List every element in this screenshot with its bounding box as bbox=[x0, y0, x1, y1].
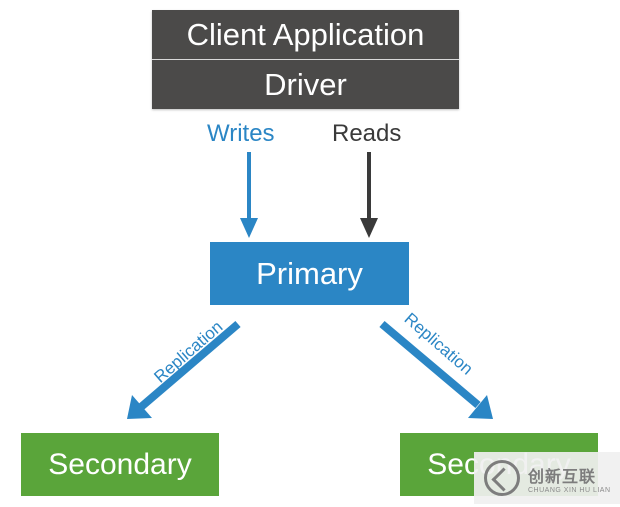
primary-node: Primary bbox=[210, 242, 409, 305]
secondary-node-left: Secondary bbox=[21, 433, 219, 496]
secondary-label-left: Secondary bbox=[48, 447, 192, 481]
brand-logo-icon bbox=[484, 460, 520, 496]
reads-label: Reads bbox=[332, 120, 402, 147]
primary-label: Primary bbox=[256, 255, 363, 291]
replication-left-label: Replication bbox=[150, 317, 226, 387]
driver-label: Driver bbox=[264, 66, 347, 102]
watermark-brand-cn: 创新互联 bbox=[528, 468, 597, 486]
client-application-box: Client Application Driver bbox=[152, 10, 459, 109]
watermark: 创新互联 CHUANG XIN HU LIAN bbox=[474, 452, 620, 504]
client-divider bbox=[152, 59, 459, 60]
watermark-brand-en: CHUANG XIN HU LIAN bbox=[528, 486, 611, 494]
replication-right-arrow: Replication bbox=[379, 309, 493, 419]
client-application-label: Client Application bbox=[186, 16, 425, 52]
reads-arrow bbox=[360, 152, 378, 238]
replication-left-arrow: Replication bbox=[127, 317, 241, 419]
writes-arrow bbox=[240, 152, 258, 238]
writes-label: Writes bbox=[207, 120, 275, 147]
